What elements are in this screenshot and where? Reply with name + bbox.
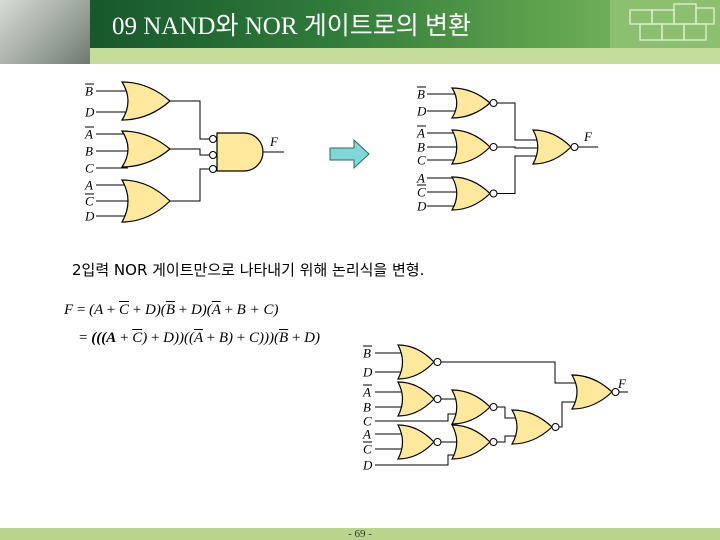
bottom-link-wire-e: [441, 361, 578, 384]
bottom-nor-gate-0: [397, 344, 435, 380]
bottom-link-wire-c: [497, 406, 518, 419]
right-input-label-0: B: [417, 87, 425, 102]
left-and-gate: [216, 132, 264, 172]
right-output-label: F: [583, 129, 593, 144]
bottom-input-label-6: C: [363, 442, 372, 457]
bottom-nor-gate-final: [570, 374, 613, 410]
left-input-label-7: D: [84, 209, 95, 224]
left-or-gate-1: [120, 130, 171, 168]
bottom-output-label: F: [617, 376, 627, 391]
bottom-nor-gate-5: [510, 409, 553, 445]
right-nor-gate-final: [531, 129, 572, 165]
right-arrow-icon: [329, 138, 370, 170]
left-link-wire-0: [170, 100, 209, 140]
right-input-label-6: C: [417, 185, 426, 200]
bottom-bypass-wire-d: [375, 454, 458, 466]
bottom-link-wire-d: [497, 435, 518, 443]
left-input-label-4: C: [85, 161, 94, 176]
bottom-nor-gate-1: [397, 381, 435, 417]
header-bar: [0, 0, 720, 48]
footer-bar: [0, 528, 720, 540]
left-or-gate-0: [120, 81, 171, 121]
right-input-label-7: D: [416, 199, 427, 214]
bottom-nor-gate-2: [397, 424, 435, 460]
bottom-input-label-7: D: [362, 458, 373, 473]
left-input-label-1: D: [84, 105, 95, 120]
bottom-input-label-1: D: [362, 365, 373, 380]
right-input-label-1: D: [416, 104, 427, 119]
header-band: [90, 48, 720, 64]
right-input-label-4: C: [417, 153, 426, 168]
slide-title: 09 NAND와 NOR 게이트로의 변환: [112, 13, 472, 40]
bottom-nor-gate-3: [450, 389, 491, 425]
bottom-input-label-2: A: [362, 385, 371, 400]
left-output-label: F: [269, 134, 279, 149]
equation-line-2: = (((A + C) + D))((A + B) + C)))(B + D): [79, 330, 320, 346]
bottom-nor-gate-5-bubble: [551, 423, 560, 431]
page-number: - 69 -: [348, 528, 372, 540]
left-input-label-0: B: [85, 84, 93, 99]
right-input-label-5: A: [416, 171, 425, 186]
bottom-nor-gate-3-bubble: [489, 403, 498, 411]
right-link-wire-0: [497, 102, 538, 141]
bottom-nor-gate-2-bubble: [433, 438, 442, 446]
left-input-label-6: C: [85, 194, 94, 209]
left-link-wire-1: [170, 148, 209, 156]
left-link-wire-2: [170, 168, 209, 202]
bottom-input-label-4: C: [363, 414, 372, 429]
right-input-label-3: B: [417, 140, 425, 155]
bottom-nor-gate-1-bubble: [433, 395, 442, 403]
bottom-link-wire-f: [559, 401, 578, 428]
left-input-label-2: A: [84, 127, 93, 142]
left-input-label-3: B: [85, 144, 93, 159]
right-link-wire-2: [497, 155, 538, 194]
bottom-nor-gate-0-bubble: [433, 358, 442, 366]
right-nor-gate-0: [450, 87, 491, 119]
building-blocks-art: [610, 0, 720, 48]
bottom-nor-gate-4-bubble: [489, 438, 498, 446]
bottom-input-label-3: B: [363, 400, 371, 415]
bottom-bypass-wire-c: [375, 413, 458, 422]
right-input-label-2: A: [416, 126, 425, 141]
left-or-gate-2: [120, 179, 171, 223]
right-nor-gate-2: [450, 176, 491, 211]
bottom-input-label-0: B: [363, 346, 371, 361]
equation-line-1: F = (A + C + D)(B + D)(A + B + C): [64, 302, 279, 318]
bottom-input-label-5: A: [362, 427, 371, 442]
bottom-nor-gate-4: [450, 424, 491, 460]
left-input-label-5: A: [84, 178, 93, 193]
caption-text: 2입력 NOR 게이트만으로 나타내기 위해 논리식을 변형.: [72, 261, 425, 279]
right-link-wire-1: [497, 146, 538, 149]
right-nor-gate-1: [450, 129, 491, 165]
header-photo: [0, 0, 90, 64]
